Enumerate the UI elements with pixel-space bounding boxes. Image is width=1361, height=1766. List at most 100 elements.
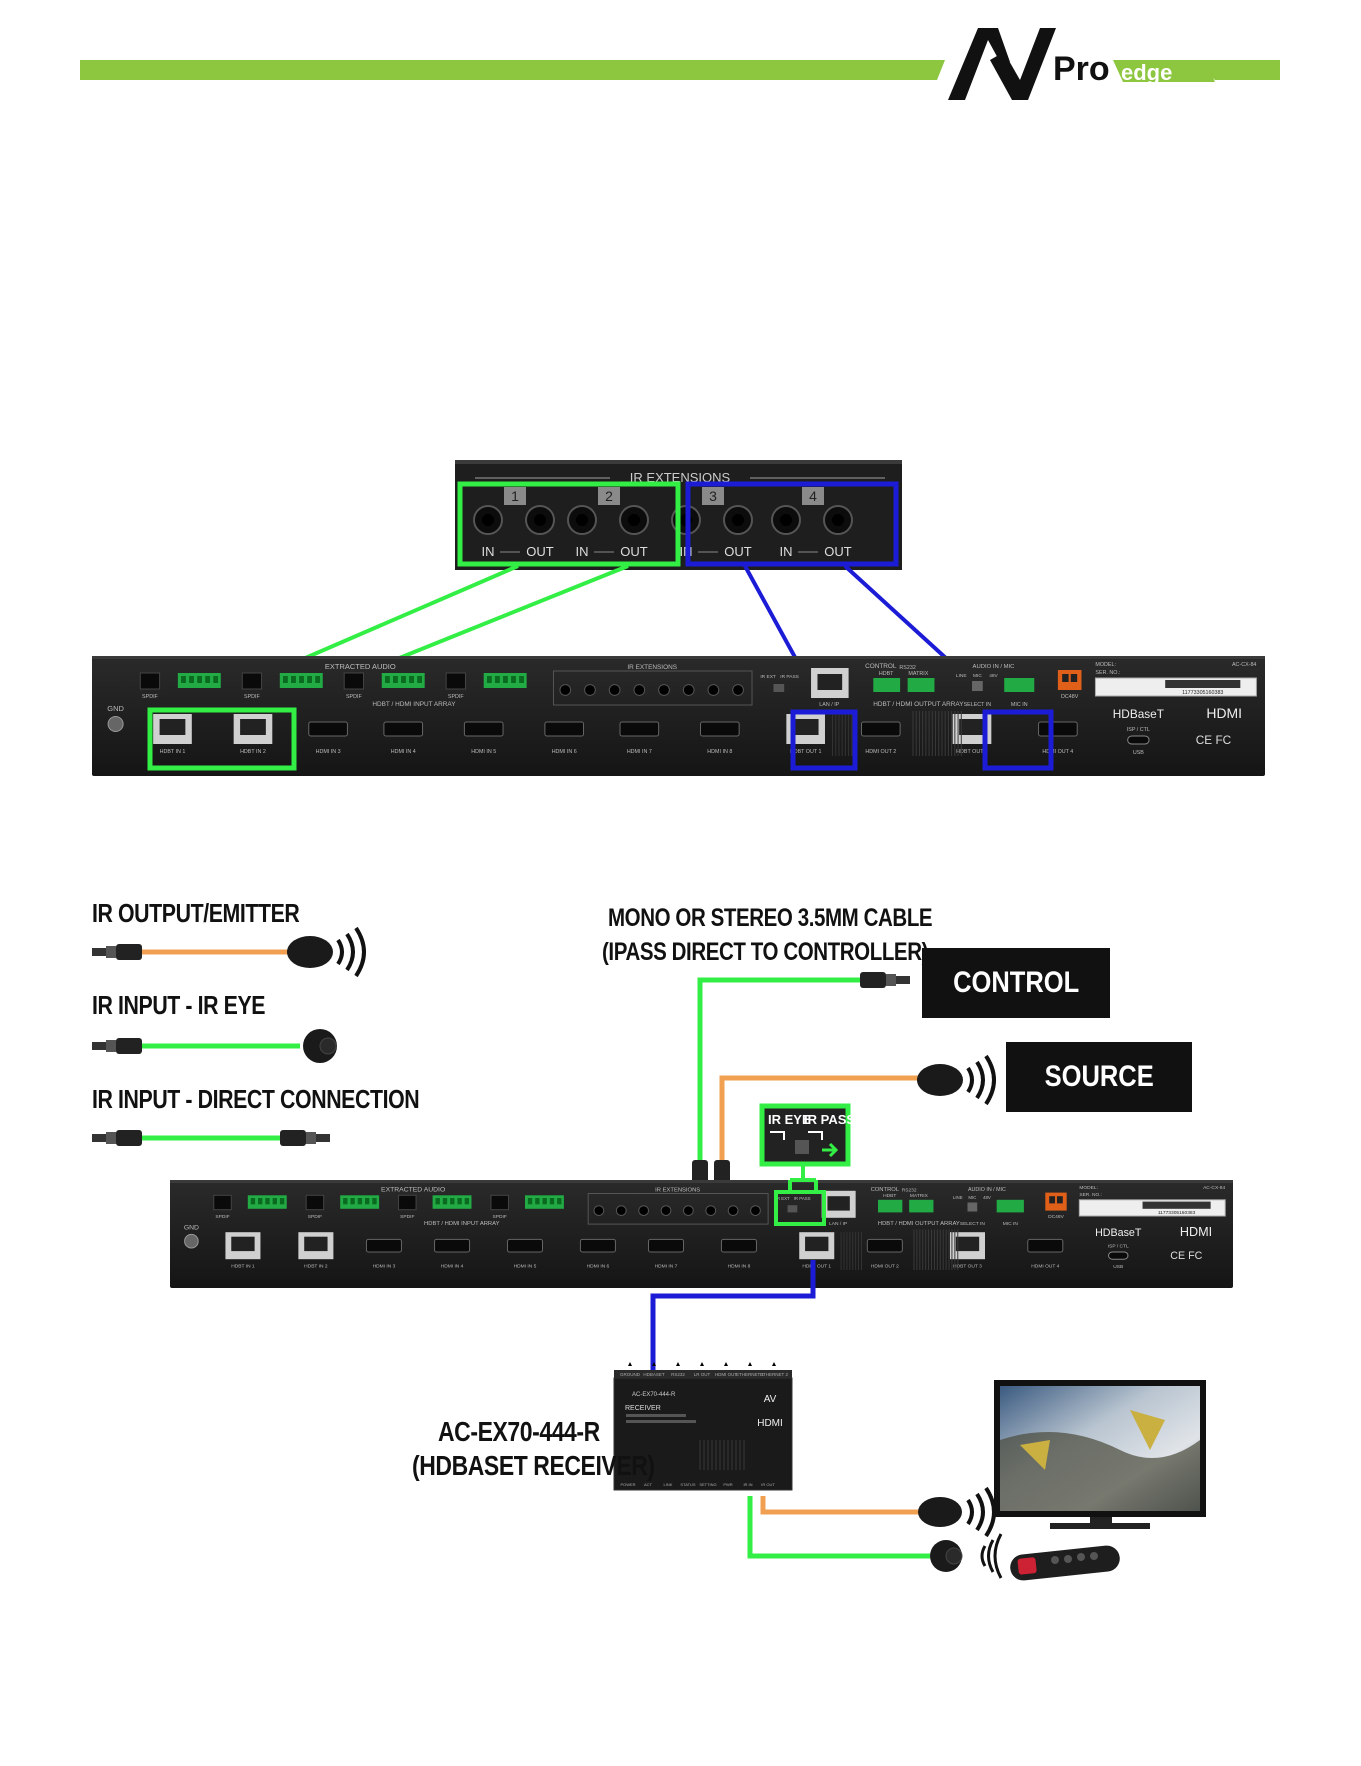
output-label: HDBT OUT 1 [802, 1263, 831, 1269]
ir-out-label: OUT [620, 544, 648, 559]
receiver-bottom-port-label: POWER [620, 1482, 635, 1487]
terminal-screw [279, 1198, 285, 1205]
input-label: HDMI IN 8 [707, 749, 732, 755]
ir-mode-switch [773, 684, 785, 692]
ir-jack [705, 1205, 717, 1216]
terminal-screw [401, 676, 406, 683]
ir-mode-switch [787, 1205, 798, 1213]
ir-extensions-label: IR EXTENSIONS [655, 1188, 700, 1194]
mic-switch [967, 1202, 978, 1212]
power-connector [1057, 670, 1082, 690]
ir-switch-callout: IR EYE IR PASS [759, 1103, 855, 1180]
terminal-screw [272, 1198, 277, 1205]
48v-label: 48V [983, 1195, 991, 1200]
ir-port-number: 1 [511, 488, 519, 504]
terminal-screw [283, 676, 288, 683]
hdmi-input-port [463, 721, 504, 737]
terminal-screw [189, 676, 194, 683]
model-label: MODEL: [1079, 1185, 1098, 1191]
output-label: HDMI OUT 4 [1031, 1263, 1059, 1269]
matrix-bottom-highlights [774, 1178, 826, 1226]
hdbaset-logo: HDBaseT [1095, 1227, 1142, 1239]
receiver-label-line1: AC-EX70-444-R [438, 1416, 600, 1447]
hdmi-input-port [619, 721, 660, 737]
output-array-label: HDBT / HDMI OUTPUT ARRAY [878, 1221, 960, 1227]
receiver-bottom-port-label: PWR [723, 1482, 732, 1487]
receiver-bottom-port-label: IR IN [743, 1482, 752, 1487]
terminal-screw [549, 1198, 555, 1205]
terminal-screw [557, 1198, 562, 1205]
ir-in-label: IN [482, 544, 495, 559]
spdif-label: SPDIF [244, 694, 261, 700]
rj45-socket [805, 1236, 829, 1252]
terminal-screw [258, 1198, 263, 1205]
ir-ext-label: IR EXT [760, 674, 776, 680]
matrix-rs232-terminal [909, 1199, 934, 1213]
power-pin [1049, 1196, 1056, 1204]
terminal-screw [372, 1198, 377, 1205]
mic-terminal [1004, 678, 1035, 692]
spdif-port [398, 1194, 417, 1211]
rj45-socket [159, 719, 186, 735]
lan-port-socket [827, 1196, 850, 1211]
legend-ir-direct-label: IR INPUT - DIRECT CONNECTION [92, 1084, 420, 1114]
ir-jack [658, 684, 670, 696]
ir-out-jack-hole [732, 514, 744, 526]
ir-group-blue-box [685, 481, 899, 567]
rs232-label: RS232 [899, 665, 915, 671]
source-box: SOURCE [1006, 1042, 1192, 1112]
legend-ir-eye [92, 1029, 337, 1063]
gnd-screw [184, 1233, 199, 1249]
output-array-label: HDBT / HDMI OUTPUT ARRAY [873, 701, 964, 708]
ir-jack [638, 1205, 649, 1216]
rj45-socket [959, 719, 985, 735]
hdmi-logo: HDMI [1206, 705, 1242, 721]
input-label: HDMI IN 4 [391, 749, 416, 755]
terminal-screw [527, 1198, 533, 1205]
terminal-screw [250, 1198, 256, 1205]
model-value: AC-CX-84 [1232, 662, 1256, 668]
matrix-top-edge [170, 1180, 1233, 1183]
48v-label: 48V [989, 673, 998, 679]
serial-number: 11773305160383 [1158, 1210, 1196, 1216]
terminal-screw [265, 1198, 270, 1205]
ser-no-label: SER. NO.: [1079, 1192, 1102, 1198]
receiver-ir-wiring [747, 1486, 1003, 1579]
control-label: CONTROL [871, 1187, 900, 1193]
ir-out-label: OUT [724, 544, 752, 559]
ir-jack [633, 684, 646, 696]
ir-out-label: OUT [824, 544, 852, 559]
hdmi-input-port [579, 1238, 616, 1253]
ir-port-number-badge [598, 487, 620, 505]
port-arrow-up [652, 1362, 656, 1366]
ir-jack [732, 684, 744, 696]
logo-pro-text: Pro [1053, 50, 1110, 88]
cert-marks: CE FC [1170, 1250, 1202, 1262]
ir-in-label: IN [780, 544, 793, 559]
rj45-socket [231, 1236, 255, 1252]
callout-ir-pass: IR PASS [804, 1112, 855, 1127]
terminal-screw [464, 1198, 470, 1205]
ir-out-jack-hole [832, 514, 844, 526]
source-box-label: SOURCE [1044, 1060, 1154, 1093]
hdmi-input-port [720, 1238, 757, 1253]
matrix-top-highlights [147, 707, 1054, 771]
terminal-screw [503, 676, 508, 683]
hdmi-input-port [383, 721, 424, 737]
matrix-port-label: MATRIX [910, 1193, 929, 1199]
receiver-top-port-label: GROUND [620, 1372, 641, 1377]
power-connector [1045, 1192, 1067, 1211]
terminal-screw [307, 676, 313, 683]
legend-ir-output-label: IR OUTPUT/EMITTER [92, 898, 300, 928]
terminal-screw [450, 1198, 455, 1205]
gnd-label: GND [107, 704, 124, 713]
remote-control [1010, 1545, 1120, 1581]
terminal-screw [315, 676, 321, 683]
receiver-bottom-port-label: IR OUT [761, 1482, 775, 1487]
hdmi-input-port [434, 1238, 471, 1253]
tv-display [994, 1380, 1206, 1529]
receiver-top-port-label: LR OUT [694, 1372, 711, 1377]
